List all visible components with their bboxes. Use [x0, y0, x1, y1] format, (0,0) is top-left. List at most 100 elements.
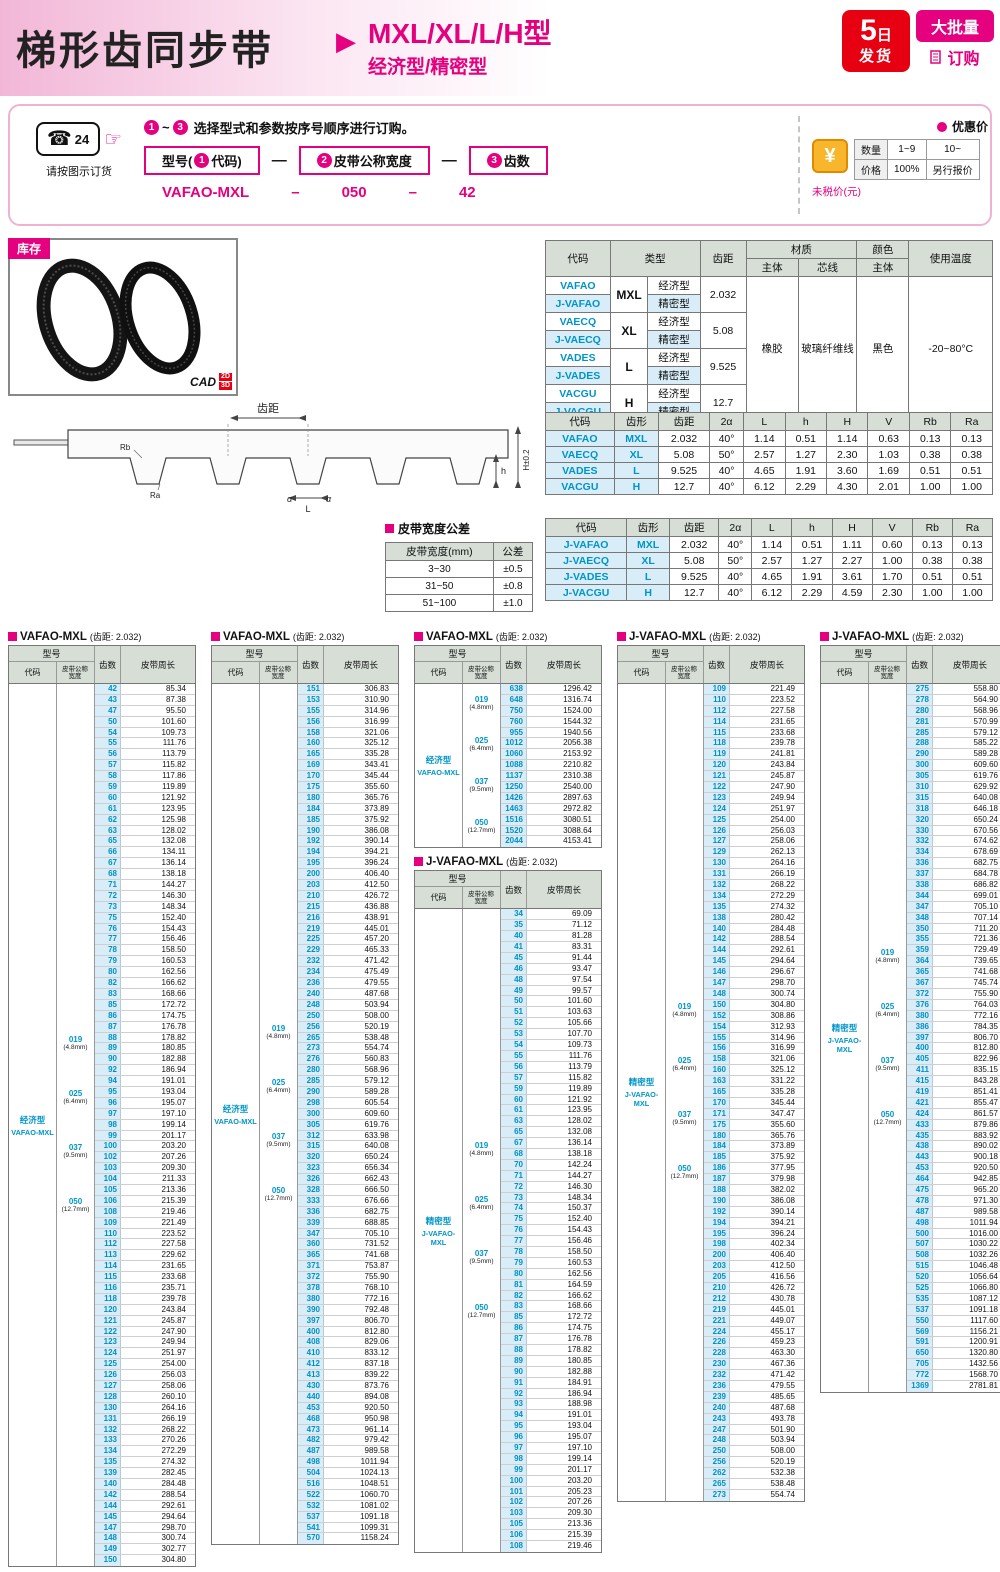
- teeth-count: 336: [907, 858, 933, 869]
- belt-length: 1940.56: [563, 727, 592, 737]
- teeth-count: 160: [704, 1065, 730, 1076]
- teeth-count: 285: [907, 727, 933, 738]
- belt-length: 455.17: [770, 1326, 795, 1336]
- belt-length: 146.30: [161, 890, 186, 900]
- width-code: 025(6.4mm): [266, 1078, 291, 1095]
- col-header-width: 皮带公称宽度: [62, 665, 88, 680]
- teeth-count: 102: [95, 1152, 121, 1163]
- teeth-count: 83: [95, 988, 121, 999]
- belt-length: 373.89: [364, 803, 389, 813]
- belt-length: 182.88: [567, 1366, 592, 1376]
- teeth-count: 121: [704, 771, 730, 782]
- belt-length: 768.10: [364, 1282, 389, 1292]
- col-header-length: 皮带周长: [952, 659, 987, 670]
- teeth-count: 705: [907, 1359, 933, 1370]
- belt-length: 375.92: [364, 814, 389, 824]
- belt-length: 191.01: [161, 1076, 186, 1086]
- teeth-count: 75: [95, 912, 121, 923]
- teeth-count: 240: [704, 1402, 730, 1413]
- teeth-count: 305: [298, 1119, 324, 1130]
- teeth-count: 371: [298, 1261, 324, 1272]
- teeth-count: 58: [95, 771, 121, 782]
- belt-length: 233.68: [770, 727, 795, 737]
- teeth-count: 87: [501, 1334, 527, 1344]
- belt-length: 343.41: [364, 760, 389, 770]
- divider: [798, 116, 800, 214]
- belt-length: 296.67: [770, 967, 795, 977]
- teeth-count: 440: [298, 1391, 324, 1402]
- belt-length: 873.76: [364, 1381, 389, 1390]
- belt-length: 459.23: [770, 1337, 795, 1347]
- model-range: MXL/XL/L/H型: [368, 18, 552, 49]
- teeth-count: 408: [298, 1337, 324, 1348]
- belt-length: 254.00: [161, 1359, 186, 1369]
- belt-length: 209.30: [161, 1163, 186, 1173]
- teeth-count: 413: [298, 1370, 324, 1380]
- belt-length: 345.44: [770, 1097, 795, 1107]
- teeth-count: 147: [95, 1522, 121, 1533]
- teeth-count: 192: [298, 836, 324, 847]
- width-codes-cell: 019(4.8mm)025(6.4mm)037(9.5mm)050(12.7mm…: [260, 684, 298, 1545]
- teeth-count: 421: [907, 1097, 933, 1108]
- belt-length: 900.18: [973, 1152, 998, 1162]
- teeth-count: 95: [501, 1421, 527, 1432]
- belt-length: 203.20: [567, 1475, 592, 1485]
- stock-photo-box: 库存 CAD 2D 3D: [8, 238, 238, 396]
- teeth-count: 219: [298, 923, 324, 934]
- teeth-count: 88: [95, 1032, 121, 1043]
- teeth-count: 487: [298, 1446, 324, 1457]
- belt-length: 186.94: [161, 1065, 186, 1075]
- belt-length: 568.96: [364, 1065, 389, 1075]
- teeth-count: 453: [907, 1163, 933, 1174]
- belt-length: 479.55: [770, 1381, 795, 1390]
- belt-length: 245.87: [161, 1315, 186, 1325]
- teeth-count: 47: [95, 705, 121, 716]
- belt-length: 705.10: [364, 1228, 389, 1238]
- tax-note: 未税价(元): [812, 186, 861, 198]
- belt-length: 247.90: [161, 1326, 186, 1336]
- belt-length: 3080.51: [563, 814, 592, 824]
- teeth-count: 250: [704, 1446, 730, 1457]
- teeth-count: 433: [907, 1119, 933, 1130]
- teeth-count: 90: [501, 1366, 527, 1377]
- teeth-count: 61: [95, 803, 121, 814]
- teeth-count: 347: [907, 901, 933, 912]
- teeth-count: 106: [95, 1195, 121, 1206]
- teeth-count: 71: [501, 1170, 527, 1181]
- teeth-count: 170: [298, 771, 324, 782]
- teeth-count: 410: [298, 1348, 324, 1359]
- teeth-count: 54: [501, 1040, 527, 1050]
- teeth-count: 240: [298, 988, 324, 999]
- belt-length: 711.20: [974, 923, 998, 933]
- belt-length: 231.65: [161, 1261, 186, 1271]
- dim-header: H: [826, 412, 869, 431]
- belt-length: 920.50: [973, 1163, 998, 1173]
- teeth-count: 305: [907, 771, 933, 782]
